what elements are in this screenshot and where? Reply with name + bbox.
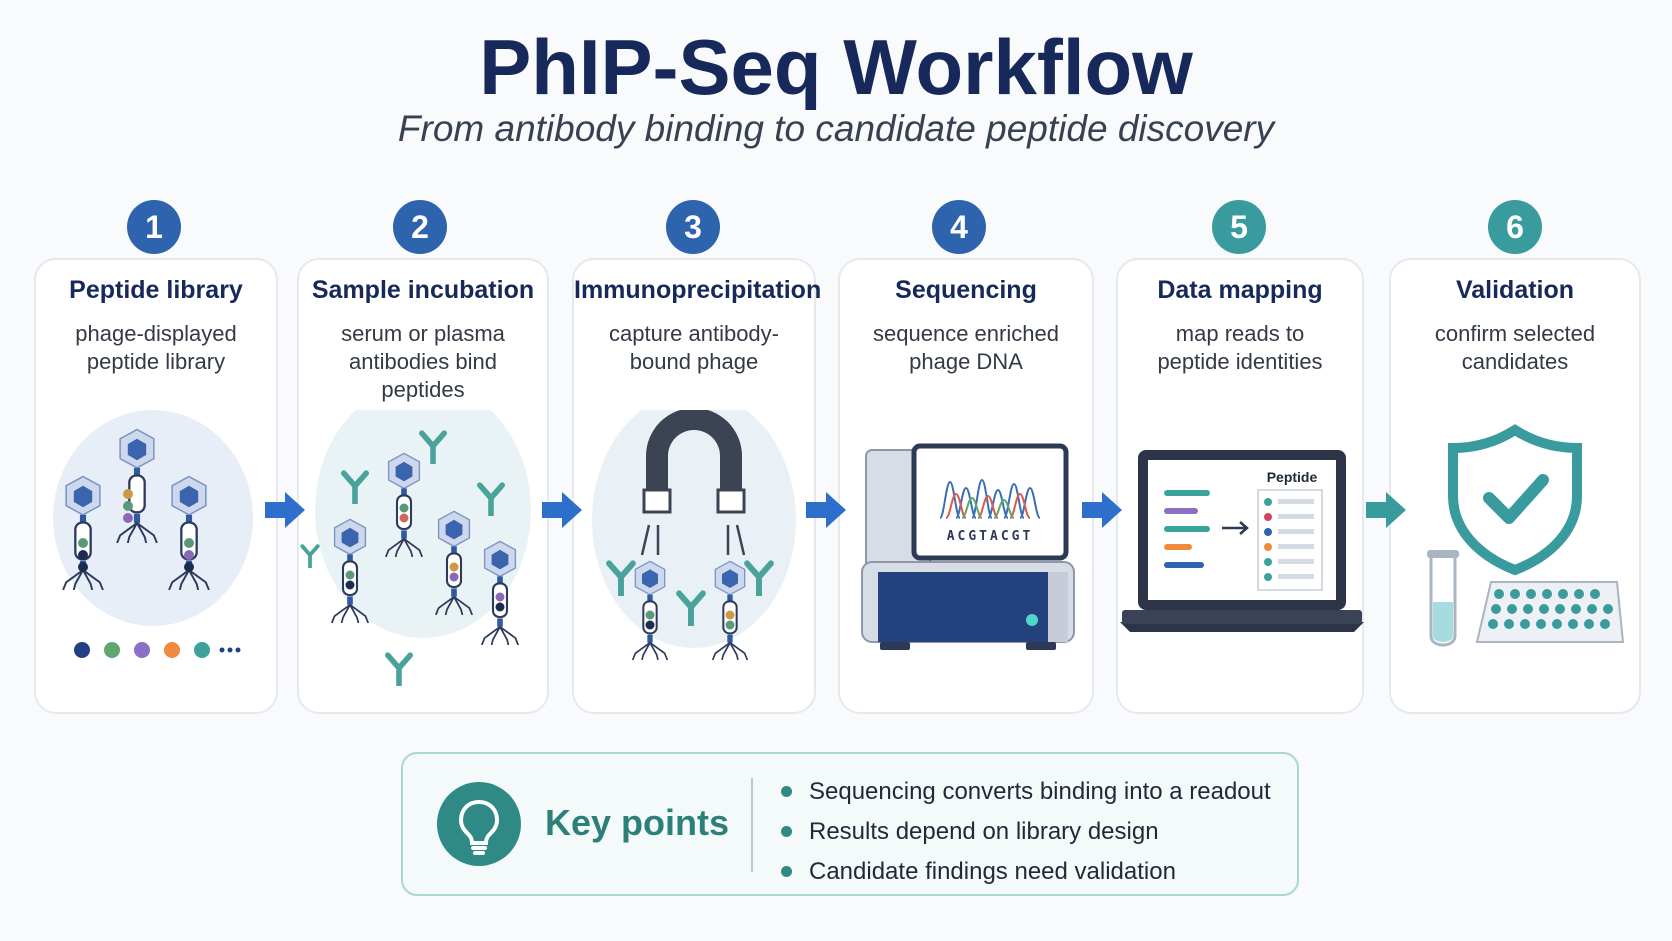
step-title: Peptide library [69,276,243,304]
flow-arrow-icon [1366,492,1406,528]
page-subtitle: From antibody binding to candidate pepti… [397,108,1275,149]
step-card-data-mapping: Data mapping map reads to peptide identi… [1116,258,1364,714]
list-item: Sequencing converts binding into a reado… [781,772,1271,812]
step-title: Sequencing [895,276,1037,304]
sequencer-icon: ACGTACGT [861,443,1075,650]
step-card-sample-incubation: Sample incubation serum or plasma antibo… [297,258,549,714]
shield-check-icon [1427,424,1625,647]
key-points-panel: Key points Sequencing converts binding i… [401,752,1299,896]
step-description: phage-displayed peptide library [75,321,237,374]
step-number-3: 3 [666,200,720,254]
step-card-validation: Validation confirm selected candidates [1389,258,1641,714]
step-title: Data mapping [1157,276,1323,304]
step-title: Sample incubation [311,276,535,304]
step-description: map reads to peptide identities [1157,321,1323,374]
laptop-mapping-icon: Peptide [1120,450,1364,632]
magnet-icon [592,410,796,660]
phage-library-icon [53,410,253,658]
step-card-peptide-library: Peptide library phage-displayed peptide … [34,258,278,714]
flow-arrow-icon [806,492,846,528]
step-title: Immunoprecipitation [574,276,822,304]
sequence-readout: ACGTACGT [947,529,1034,544]
antibody-incubation-icon [299,410,531,710]
step-description: sequence enriched phage DNA [873,321,1059,374]
step-number-1: 1 [127,200,181,254]
step-number-6: 6 [1488,200,1542,254]
step-number-2: 2 [393,200,447,254]
lightbulb-icon [437,782,521,866]
key-points-list: Sequencing converts binding into a reado… [781,772,1271,892]
list-item: Results depend on library design [781,812,1271,852]
flow-arrow-icon [1082,492,1122,528]
step-title: Validation [1455,276,1575,304]
divider [751,778,753,872]
step-description: capture antibody- bound phage [609,321,779,374]
step-description: serum or plasma antibodies bind peptides [341,321,505,402]
key-points-title: Key points [545,802,730,843]
list-item: Candidate findings need validation [781,852,1271,892]
step-number-4: 4 [932,200,986,254]
step-card-sequencing: Sequencing sequence enriched phage DNA A… [838,258,1094,714]
flow-arrow-icon [542,492,582,528]
step-card-immunoprecipitation: Immunoprecipitation capture antibody- bo… [572,258,822,714]
step-number-5: 5 [1212,200,1266,254]
step-description: confirm selected candidates [1434,321,1596,374]
peptide-table-label: Peptide [1267,469,1318,485]
flow-arrow-icon [265,492,305,528]
page-title: PhIP-Seq Workflow [479,23,1193,111]
